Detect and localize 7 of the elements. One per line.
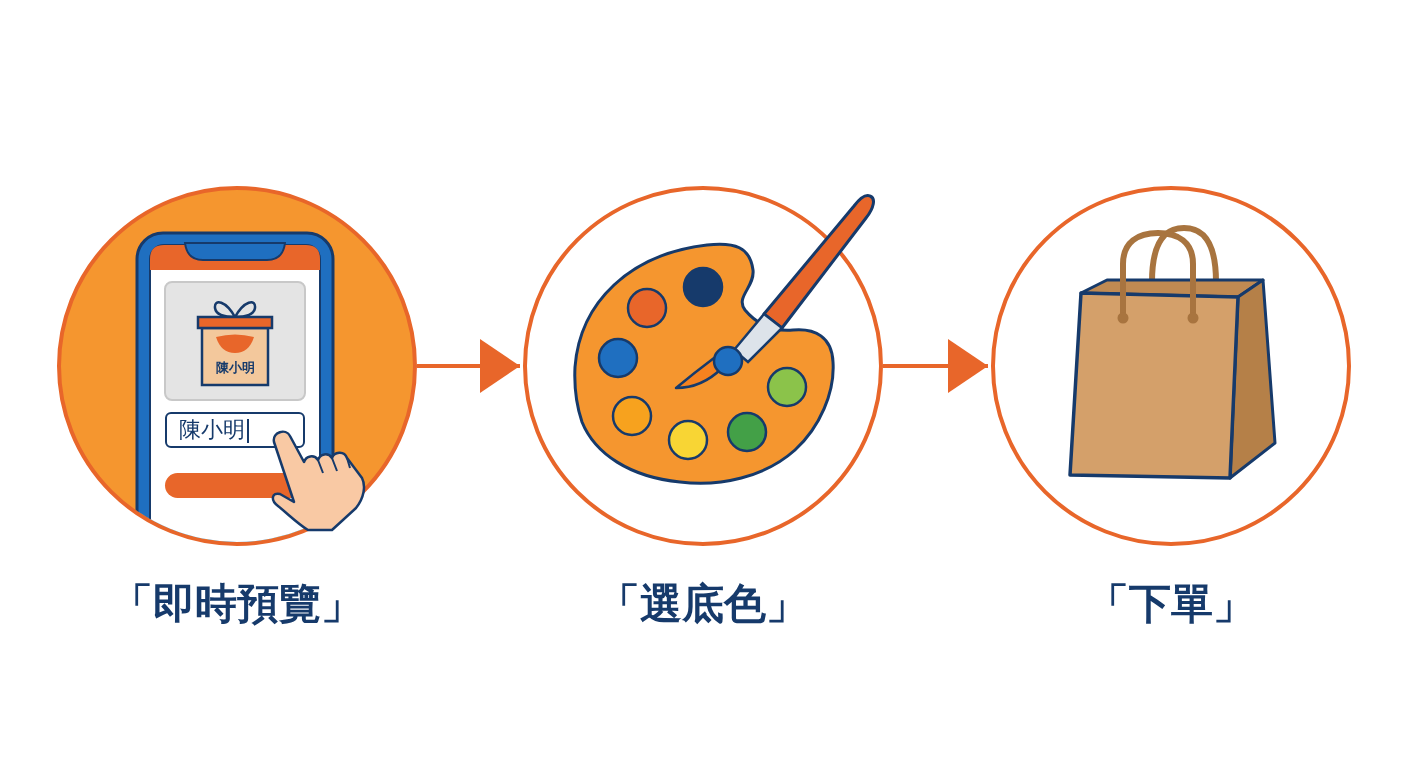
arrow: [417, 339, 520, 393]
input-field: 陳小明: [165, 412, 305, 448]
step-title: 「下單」: [1087, 578, 1255, 630]
name-text: 陳小明: [215, 359, 255, 377]
arrow: [883, 339, 988, 393]
step-title: 「即時預覽」: [111, 578, 363, 630]
step-title: 「選底色」: [598, 578, 808, 630]
